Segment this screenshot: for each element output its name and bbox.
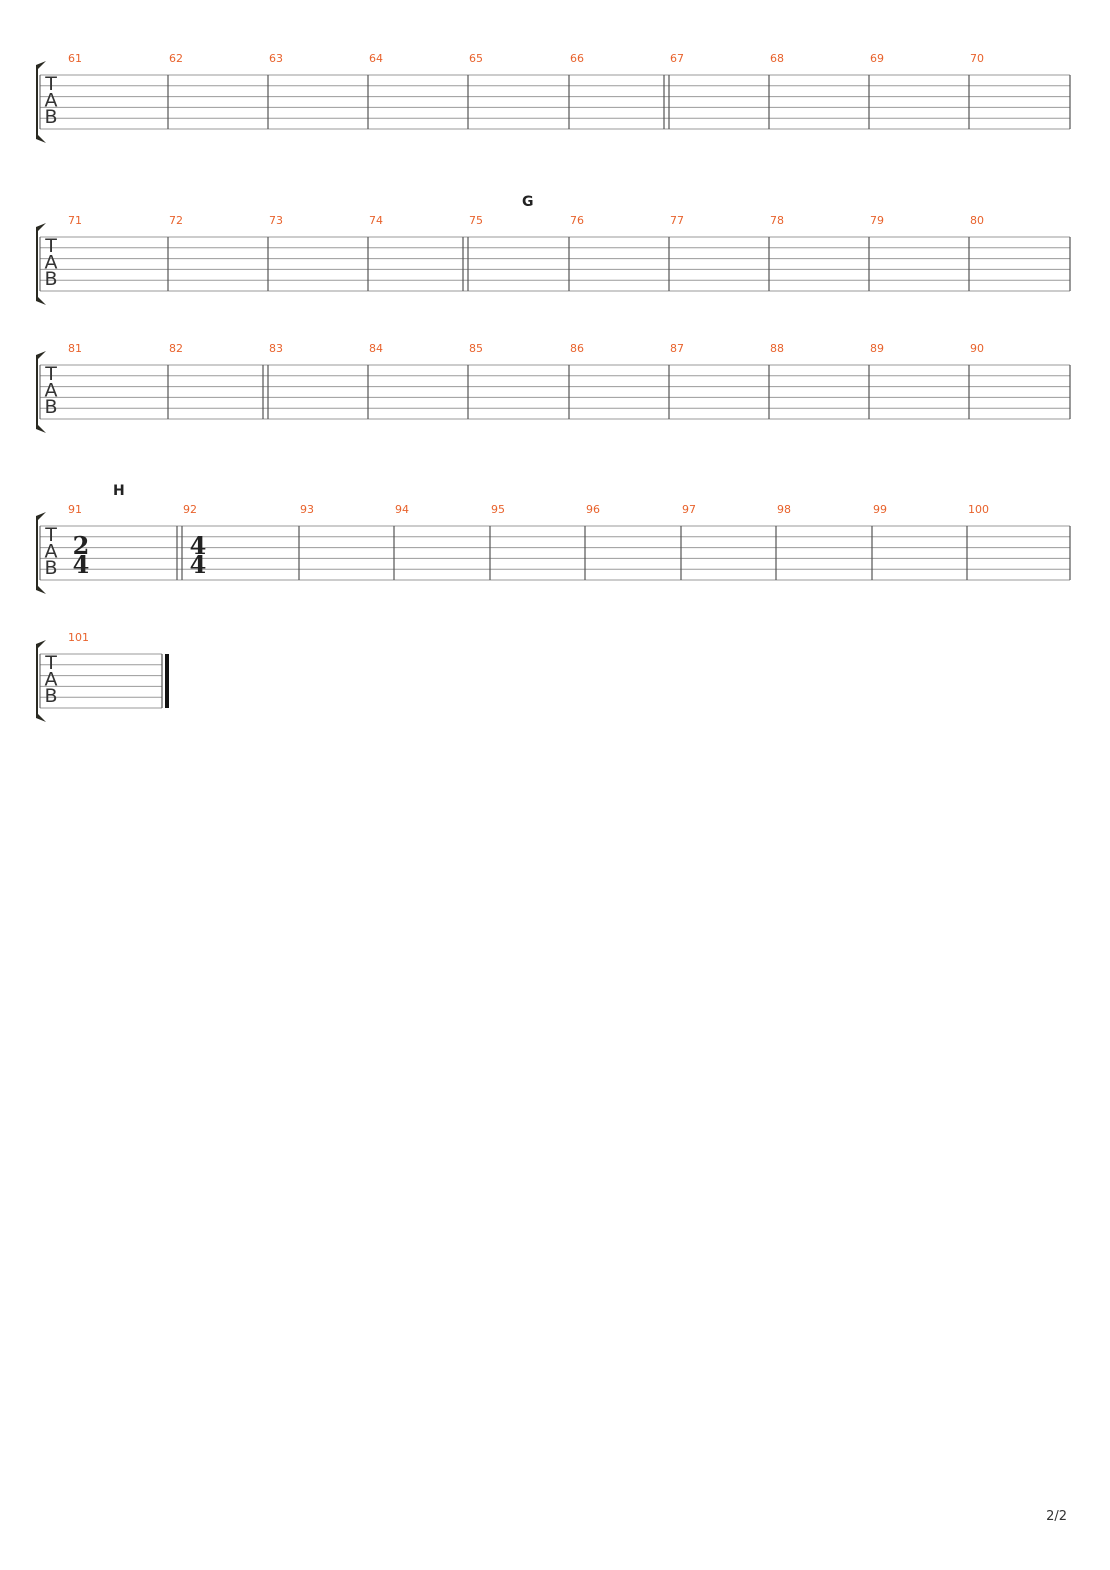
- measure-number: 77: [670, 214, 684, 227]
- system-bracket: [36, 351, 46, 433]
- measure-number: 62: [169, 52, 183, 65]
- tab-clef-letter: T: [44, 524, 57, 546]
- final-thick-barline: [165, 654, 169, 708]
- measure-number: 92: [183, 503, 197, 516]
- measure-number: 70: [970, 52, 984, 65]
- measure-number: 61: [68, 52, 82, 65]
- system-bracket: [36, 61, 46, 143]
- measure-number: 95: [491, 503, 505, 516]
- measure-number: 96: [586, 503, 600, 516]
- measure-number: 73: [269, 214, 283, 227]
- section-marker: G: [522, 194, 534, 210]
- measure-number: 83: [269, 342, 283, 355]
- measure-number: 67: [670, 52, 684, 65]
- measure-number: 69: [870, 52, 884, 65]
- page-number: 2/2: [1046, 1509, 1067, 1524]
- measure-number: 93: [300, 503, 314, 516]
- measure-number: 66: [570, 52, 584, 65]
- system-bracket: [36, 223, 46, 305]
- measure-number: 64: [369, 52, 383, 65]
- measure-number: 78: [770, 214, 784, 227]
- measure-number: 97: [682, 503, 696, 516]
- time-signature-bottom: 4: [73, 550, 90, 579]
- measure-number: 101: [68, 631, 89, 644]
- section-marker: H: [113, 483, 125, 499]
- measure-number: 76: [570, 214, 584, 227]
- measure-number: 98: [777, 503, 791, 516]
- system-bracket: [36, 512, 46, 594]
- measure-number: 82: [169, 342, 183, 355]
- tab-clef-letter: T: [44, 363, 57, 385]
- tab-clef-letter: A: [45, 669, 58, 691]
- measure-number: 80: [970, 214, 984, 227]
- time-signature-top: 2: [73, 531, 90, 560]
- tab-clef-letter: A: [45, 541, 58, 563]
- measure-number: 84: [369, 342, 383, 355]
- measure-number: 68: [770, 52, 784, 65]
- measure-number: 94: [395, 503, 409, 516]
- measure-number: 86: [570, 342, 584, 355]
- tab-clef-letter: B: [44, 268, 57, 290]
- time-signature-top: 4: [190, 531, 207, 560]
- tab-clef-letter: B: [44, 106, 57, 128]
- measure-number: 63: [269, 52, 283, 65]
- tab-clef-letter: T: [44, 73, 57, 95]
- measure-number: 74: [369, 214, 383, 227]
- measure-number: 81: [68, 342, 82, 355]
- measure-number: 65: [469, 52, 483, 65]
- measure-number: 79: [870, 214, 884, 227]
- system-bracket: [36, 640, 46, 722]
- tab-clef-letter: A: [45, 380, 58, 402]
- measure-number: 91: [68, 503, 82, 516]
- measure-number: 87: [670, 342, 684, 355]
- tab-clef-letter: B: [44, 685, 57, 707]
- tab-clef-letter: T: [44, 652, 57, 674]
- measure-number: 99: [873, 503, 887, 516]
- measure-number: 100: [968, 503, 989, 516]
- tab-clef-letter: B: [44, 396, 57, 418]
- tab-clef-letter: A: [45, 252, 58, 274]
- measure-number: 71: [68, 214, 82, 227]
- tab-clef-letter: B: [44, 557, 57, 579]
- measure-number: 89: [870, 342, 884, 355]
- tab-clef-letter: T: [44, 235, 57, 257]
- measure-number: 90: [970, 342, 984, 355]
- time-signature-bottom: 4: [190, 550, 207, 579]
- measure-number: 85: [469, 342, 483, 355]
- tab-clef-letter: A: [45, 90, 58, 112]
- measure-number: 88: [770, 342, 784, 355]
- measure-number: 75: [469, 214, 483, 227]
- measure-number: 72: [169, 214, 183, 227]
